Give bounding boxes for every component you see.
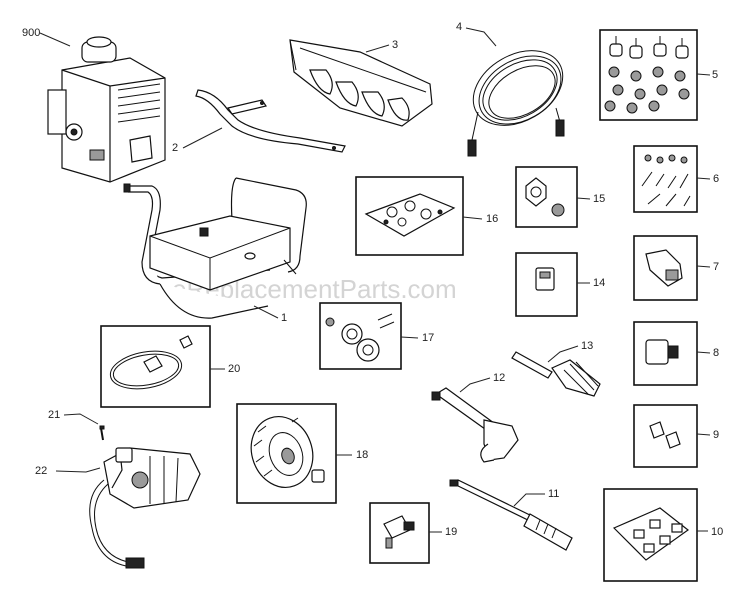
part-15-fittings[interactable] [515, 166, 578, 228]
part-11-wand[interactable] [449, 479, 573, 551]
callout-20: 20 [228, 363, 240, 375]
callout-13: 13 [581, 340, 593, 352]
part-20-oring-kit[interactable] [100, 325, 211, 408]
part-14-connector[interactable] [515, 252, 578, 317]
callout-1: 1 [281, 312, 287, 324]
leader-900 [39, 32, 71, 47]
callout-8: 8 [713, 347, 719, 359]
leader-13 [547, 345, 579, 363]
leader-5 [696, 73, 711, 76]
callout-7: 7 [713, 261, 719, 273]
callout-16: 16 [486, 213, 498, 225]
part-10-nozzle-set[interactable] [603, 488, 698, 582]
callout-21: 21 [48, 409, 60, 421]
leader-3 [365, 44, 390, 53]
part-5-mounts-kit[interactable] [599, 29, 698, 121]
leader-21 [63, 413, 99, 425]
part-21-pin[interactable] [99, 425, 105, 441]
leader-7 [696, 265, 711, 268]
callout-4: 4 [456, 21, 462, 33]
callout-5: 5 [712, 69, 718, 81]
leader-22 [55, 467, 101, 473]
part-12-spray-gun[interactable] [431, 387, 519, 463]
leader-17 [400, 336, 419, 339]
callout-17: 17 [422, 332, 434, 344]
callout-10: 10 [711, 526, 723, 538]
part-18-wheel[interactable] [236, 403, 337, 504]
leader-11 [513, 493, 545, 507]
leader-15 [576, 197, 591, 200]
part-8-coupler[interactable] [633, 321, 698, 386]
callout-2: 2 [172, 142, 178, 154]
leader-8 [696, 351, 711, 354]
part-4-hose[interactable] [460, 35, 576, 157]
callout-3: 3 [392, 39, 398, 51]
part-13-brush[interactable] [511, 351, 601, 397]
callout-15: 15 [593, 193, 605, 205]
callout-18: 18 [356, 449, 368, 461]
part-19-injector[interactable] [369, 502, 430, 564]
leader-2 [182, 127, 223, 149]
callout-14: 14 [593, 277, 605, 289]
part-900-engine[interactable] [47, 36, 166, 183]
callout-22: 22 [35, 465, 47, 477]
leader-6 [696, 177, 711, 180]
leader-9 [696, 433, 711, 436]
part-1-frame[interactable] [123, 177, 307, 319]
part-3-tool-holder[interactable] [289, 39, 433, 127]
callout-11: 11 [548, 488, 559, 500]
part-9-tips[interactable] [633, 404, 698, 468]
part-6-hardware-kit[interactable] [633, 145, 698, 213]
part-16-kit[interactable] [355, 176, 464, 256]
part-22-pump[interactable] [89, 447, 201, 569]
leader-16 [462, 216, 483, 220]
callout-900: 900 [22, 27, 40, 39]
part-7-nozzle[interactable] [633, 235, 698, 301]
part-2-bracket[interactable] [195, 89, 346, 153]
leader-4 [465, 27, 497, 47]
leader-12 [459, 377, 491, 393]
callout-9: 9 [713, 429, 719, 441]
callout-19: 19 [445, 526, 457, 538]
leader-1 [253, 305, 279, 319]
callout-6: 6 [713, 173, 719, 185]
part-17-bearings-kit[interactable] [319, 302, 402, 370]
callout-12: 12 [493, 372, 505, 384]
